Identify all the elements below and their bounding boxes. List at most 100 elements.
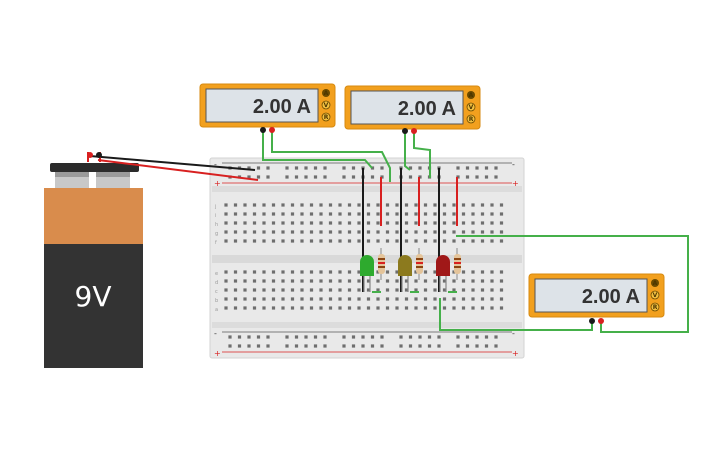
probe-negative[interactable]	[260, 127, 266, 133]
wire-green-mm3-b[interactable]	[456, 235, 689, 333]
breadboard-hole[interactable]	[323, 344, 327, 348]
breadboard-hole[interactable]	[243, 212, 247, 216]
breadboard-hole[interactable]	[262, 221, 266, 225]
breadboard-hole[interactable]	[224, 239, 228, 243]
breadboard-hole[interactable]	[404, 230, 409, 234]
breadboard-hole[interactable]	[300, 270, 304, 274]
breadboard-hole[interactable]	[351, 344, 356, 348]
breadboard-hole[interactable]	[228, 335, 232, 339]
breadboard-hole[interactable]	[452, 279, 456, 283]
breadboard-hole[interactable]	[414, 239, 418, 243]
breadboard-hole[interactable]	[395, 288, 399, 292]
breadboard-hole[interactable]	[328, 239, 333, 243]
breadboard-hole[interactable]	[370, 344, 375, 348]
breadboard-hole[interactable]	[309, 239, 314, 243]
breadboard-hole[interactable]	[385, 239, 390, 243]
breadboard-hole[interactable]	[281, 306, 285, 310]
breadboard-hole[interactable]	[252, 270, 257, 274]
mode-ohmmeter-button[interactable]	[650, 302, 660, 312]
breadboard-hole[interactable]	[461, 221, 466, 225]
breadboard-hole[interactable]	[233, 306, 238, 310]
multimeter-3[interactable]: 2.00 A A V R	[528, 273, 665, 324]
breadboard-hole[interactable]	[395, 239, 399, 243]
breadboard-hole[interactable]	[437, 344, 441, 348]
breadboard-hole[interactable]	[300, 239, 304, 243]
breadboard-hole[interactable]	[224, 279, 228, 283]
breadboard-hole[interactable]	[294, 335, 299, 339]
wires[interactable]	[87, 131, 689, 333]
breadboard-hole[interactable]	[347, 221, 352, 225]
breadboard-hole[interactable]	[395, 306, 399, 310]
breadboard-hole[interactable]	[414, 270, 418, 274]
breadboard-hole[interactable]	[357, 230, 361, 234]
breadboard-hole[interactable]	[252, 212, 257, 216]
breadboard-hole[interactable]	[395, 212, 399, 216]
breadboard-hole[interactable]	[499, 306, 504, 310]
breadboard-hole[interactable]	[224, 306, 228, 310]
breadboard-hole[interactable]	[461, 239, 466, 243]
breadboard-hole[interactable]	[247, 344, 251, 348]
breadboard-hole[interactable]	[366, 221, 371, 225]
breadboard-hole[interactable]	[471, 288, 475, 292]
breadboard-hole[interactable]	[385, 212, 390, 216]
breadboard-hole[interactable]	[309, 203, 314, 207]
breadboard-hole[interactable]	[281, 221, 285, 225]
breadboard-hole[interactable]	[465, 175, 470, 179]
breadboard-hole[interactable]	[395, 297, 399, 301]
breadboard-hole[interactable]	[385, 279, 390, 283]
breadboard-hole[interactable]	[338, 279, 342, 283]
breadboard-hole[interactable]	[294, 175, 299, 179]
breadboard-hole[interactable]	[480, 270, 485, 274]
breadboard-hole[interactable]	[408, 166, 413, 170]
breadboard-hole[interactable]	[281, 270, 285, 274]
breadboard-hole[interactable]	[376, 279, 380, 283]
breadboard-hole[interactable]	[243, 288, 247, 292]
breadboard-hole[interactable]	[490, 270, 494, 274]
breadboard-hole[interactable]	[490, 203, 494, 207]
breadboard-hole[interactable]	[319, 212, 323, 216]
breadboard-hole[interactable]	[290, 203, 295, 207]
breadboard-hole[interactable]	[300, 279, 304, 283]
breadboard-hole[interactable]	[414, 279, 418, 283]
breadboard-hole[interactable]	[376, 230, 380, 234]
breadboard-hole[interactable]	[490, 297, 494, 301]
breadboard-hole[interactable]	[471, 230, 475, 234]
breadboard-hole[interactable]	[461, 270, 466, 274]
breadboard-hole[interactable]	[427, 335, 432, 339]
breadboard-hole[interactable]	[499, 239, 504, 243]
breadboard-hole[interactable]	[262, 203, 266, 207]
breadboard-hole[interactable]	[347, 230, 352, 234]
breadboard-hole[interactable]	[262, 212, 266, 216]
battery-9v[interactable]: 9V	[44, 163, 143, 368]
breadboard-hole[interactable]	[366, 306, 371, 310]
breadboard-hole[interactable]	[380, 166, 384, 170]
breadboard-hole[interactable]	[233, 221, 238, 225]
probe-positive[interactable]	[269, 127, 275, 133]
mode-ohmmeter-button[interactable]	[466, 114, 476, 124]
breadboard-hole[interactable]	[480, 239, 485, 243]
breadboard-hole[interactable]	[271, 297, 276, 301]
breadboard-hole[interactable]	[252, 221, 257, 225]
breadboard-hole[interactable]	[490, 230, 494, 234]
breadboard-hole[interactable]	[480, 221, 485, 225]
breadboard-hole[interactable]	[313, 166, 318, 170]
breadboard-hole[interactable]	[433, 221, 437, 225]
breadboard-hole[interactable]	[452, 306, 456, 310]
breadboard-hole[interactable]	[499, 279, 504, 283]
probe-positive[interactable]	[598, 318, 604, 324]
breadboard-hole[interactable]	[347, 203, 352, 207]
breadboard-hole[interactable]	[224, 221, 228, 225]
breadboard-hole[interactable]	[433, 239, 437, 243]
breadboard-hole[interactable]	[233, 230, 238, 234]
breadboard-hole[interactable]	[357, 221, 361, 225]
breadboard-hole[interactable]	[313, 335, 318, 339]
breadboard-hole[interactable]	[338, 306, 342, 310]
breadboard-hole[interactable]	[471, 279, 475, 283]
breadboard-hole[interactable]	[328, 270, 333, 274]
breadboard-hole[interactable]	[304, 175, 308, 179]
breadboard-hole[interactable]	[309, 279, 314, 283]
breadboard-hole[interactable]	[243, 203, 247, 207]
breadboard-hole[interactable]	[271, 239, 276, 243]
breadboard-hole[interactable]	[480, 297, 485, 301]
breadboard-hole[interactable]	[319, 230, 323, 234]
